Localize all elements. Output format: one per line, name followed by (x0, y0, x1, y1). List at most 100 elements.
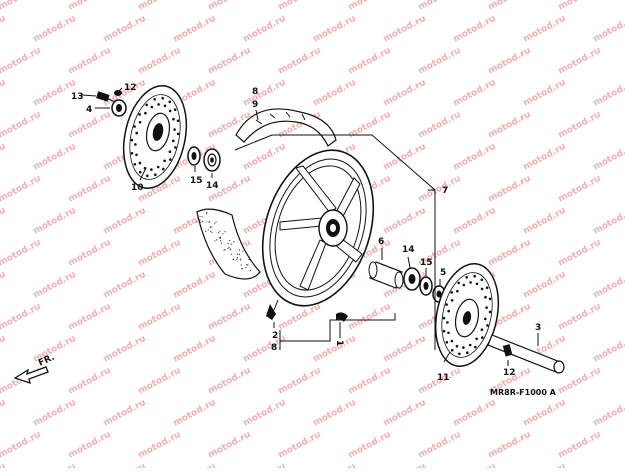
disc-hole (133, 163, 137, 166)
watermark-text: motod.ru (207, 430, 253, 461)
watermark-text: motod.ru (382, 142, 428, 173)
disc-hole (154, 173, 157, 176)
watermark-text: motod.ru (417, 0, 463, 13)
disc-hole (135, 153, 138, 157)
disc-hole (445, 303, 448, 306)
watermark-text: motod.ru (137, 0, 183, 13)
watermark-text: motod.ru (312, 334, 358, 365)
disc-hole (156, 165, 160, 169)
disc-hole (450, 348, 454, 352)
watermark-text: motod.ru (0, 142, 8, 173)
watermark-text: motod.ru (592, 78, 625, 109)
valve-2 (266, 299, 279, 320)
tire-dot (242, 268, 244, 270)
disc-hole (450, 339, 454, 343)
watermark-text: motod.ru (0, 206, 8, 237)
tire-dot (230, 243, 232, 245)
disc-hole (473, 274, 477, 278)
disc-hole (134, 143, 137, 146)
tire-dot (238, 249, 241, 251)
watermark-text: motod.ru (452, 78, 498, 109)
watermark-text: motod.ru (347, 430, 393, 461)
watermark-text: motod.ru (172, 14, 218, 45)
tire-dot (211, 226, 213, 228)
disc-hole (458, 352, 461, 356)
watermark-text: motod.ru (242, 334, 288, 365)
watermark-text: motod.ru (67, 366, 113, 397)
watermark-text: motod.ru (277, 366, 323, 397)
tire-dot (207, 229, 209, 231)
tire-dot (219, 237, 221, 239)
disc-hole (462, 346, 465, 349)
watermark-text: motod.ru (137, 366, 183, 397)
callout-12-bottom: 12 (503, 368, 516, 378)
callout-10: 10 (131, 183, 144, 193)
watermark-text: motod.ru (137, 238, 183, 269)
watermark-text: motod.ru (592, 142, 625, 173)
tire-dot (218, 237, 220, 239)
disc-hole (157, 103, 160, 106)
tire-dot (202, 220, 204, 223)
leader-lines (81, 87, 539, 366)
watermark-text: motod.ru (0, 398, 8, 429)
disc-hole (146, 174, 149, 178)
disc-hole (130, 138, 134, 142)
watermark-text: motod.ru (0, 46, 43, 77)
watermark-text: motod.ru (557, 302, 603, 333)
watermark-text: motod.ru (242, 398, 288, 429)
front-axle-3 (487, 334, 565, 374)
watermark-text: motod.ru (172, 398, 218, 429)
disc-hole (481, 336, 484, 339)
disc-hole (442, 329, 446, 333)
disc-hole (135, 131, 138, 135)
watermark-text: motod.ru (347, 110, 393, 141)
watermark-text: motod.ru (557, 110, 603, 141)
watermark-text: motod.ru (417, 110, 463, 141)
watermark-text: motod.ru (102, 462, 148, 468)
disc-hole (474, 345, 477, 349)
tire-dot (214, 223, 216, 225)
watermark-text: motod.ru (207, 46, 253, 77)
watermark-text: motod.ru (67, 238, 113, 269)
assembly-bracket-8 (280, 313, 396, 342)
watermark-text: motod.ru (172, 334, 218, 365)
watermark-text: motod.ru (452, 398, 498, 429)
disc-hole (475, 337, 478, 341)
watermark-text: motod.ru (32, 142, 78, 173)
disc-hole (133, 125, 136, 128)
watermark-text: motod.ru (0, 0, 43, 13)
right-bearing-14 (403, 267, 421, 291)
watermark-text: motod.ru (32, 206, 78, 237)
watermark-text: motod.ru (347, 366, 393, 397)
watermark-text: motod.ru (137, 430, 183, 461)
watermark-text: motod.ru (592, 206, 625, 237)
tire-dot (219, 236, 222, 238)
callout-13: 13 (71, 92, 84, 102)
tire-dot (229, 239, 231, 242)
callout-7: 7 (442, 186, 448, 196)
watermark-text: motod.ru (312, 14, 358, 45)
tire-dot (220, 240, 222, 242)
watermark-text: motod.ru (557, 46, 603, 77)
tire-dot (229, 248, 231, 250)
tire-dot (214, 240, 216, 242)
watermark-text: motod.ru (452, 142, 498, 173)
watermark-text: motod.ru (557, 0, 603, 13)
tire-dot (215, 221, 217, 223)
disc-hole (455, 344, 459, 348)
disc-hole (173, 108, 177, 111)
cast-wheel (261, 149, 375, 307)
disc-hole (138, 121, 142, 124)
callout-6: 6 (378, 237, 384, 247)
tire-dot (230, 249, 232, 251)
watermark-text: motod.ru (102, 14, 148, 45)
disc-hole (480, 287, 484, 291)
watermark-text: motod.ru (452, 206, 498, 237)
watermark-text: motod.ru (32, 462, 78, 468)
watermark-text: motod.ru (487, 110, 533, 141)
right-dust-seal-15 (419, 276, 433, 296)
left-brake-disc (122, 85, 188, 189)
disc-hole (144, 111, 147, 115)
tire-dot (216, 239, 218, 241)
